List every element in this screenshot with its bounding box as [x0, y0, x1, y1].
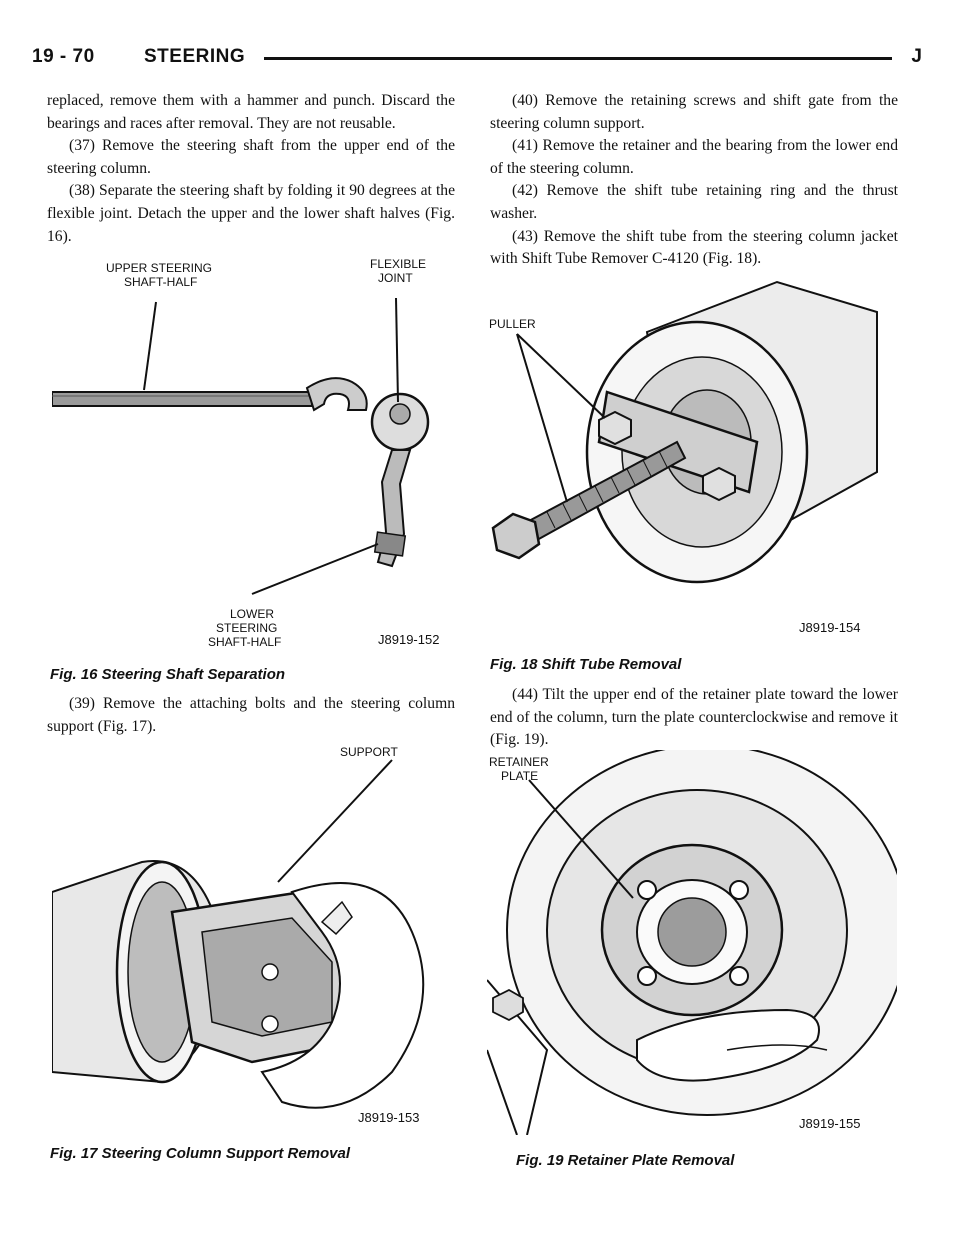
right-column-text-top: (40) Remove the retaining screws and shi…: [490, 90, 898, 271]
figure-16-illustration: UPPER STEERING SHAFT-HALF FLEXIBLE JOINT…: [52, 257, 439, 649]
label-upper-steering: UPPER STEERING: [106, 261, 212, 275]
figure-16-caption: Fig. 16 Steering Shaft Separation: [50, 666, 286, 683]
figure-17-caption: Fig. 17 Steering Column Support Removal: [50, 1145, 351, 1162]
figure-17-code: J8919-153: [358, 1110, 419, 1125]
step-37: (37) Remove the steering shaft from the …: [47, 137, 455, 177]
figure-19-caption: Fig. 19 Retainer Plate Removal: [516, 1152, 735, 1169]
label-plate: PLATE: [501, 769, 538, 783]
label-lower: LOWER: [230, 607, 274, 621]
step-43: (43) Remove the shift tube from the stee…: [490, 227, 898, 268]
label-shaft-half-lower: SHAFT-HALF: [208, 635, 281, 649]
step-39: (39) Remove the attaching bolts and the …: [47, 695, 455, 735]
figure-17-illustration: SUPPORT J8919-153: [52, 745, 425, 1125]
figure-18-illustration: PULLER J8919-154: [489, 280, 878, 635]
label-shaft-half-upper: SHAFT-HALF: [124, 275, 197, 289]
label-support: SUPPORT: [340, 745, 398, 759]
page-header: 19 - 70 STEERING J: [32, 46, 928, 76]
edition-letter: J: [911, 46, 922, 67]
step-42: (42) Remove the shift tube retaining rin…: [490, 182, 898, 222]
label-puller: PULLER: [489, 317, 536, 331]
step-44: (44) Tilt the upper end of the retainer …: [490, 686, 898, 749]
figure-16-code: J8919-152: [378, 632, 439, 647]
figure-18-code: J8919-154: [799, 620, 860, 635]
figure-19-illustration: RETAINER PLATE J8919-155: [487, 750, 897, 1135]
left-column-text-bottom: (39) Remove the attaching bolts and the …: [47, 693, 455, 738]
figure-16: UPPER STEERING SHAFT-HALF FLEXIBLE JOINT…: [52, 252, 462, 662]
step-38: (38) Separate the steering shaft by fold…: [47, 182, 455, 245]
page-number: 19 - 70: [32, 46, 95, 67]
label-steering-lower: STEERING: [216, 621, 277, 635]
label-joint: JOINT: [378, 271, 413, 285]
label-flexible: FLEXIBLE: [370, 257, 426, 271]
figure-19: RETAINER PLATE J8919-155: [487, 750, 897, 1135]
label-retainer: RETAINER: [489, 755, 549, 769]
right-column-text-bottom: (44) Tilt the upper end of the retainer …: [490, 684, 898, 752]
left-column-text-top: replaced, remove them with a hammer and …: [47, 90, 455, 248]
step-41: (41) Remove the retainer and the bearing…: [490, 137, 898, 177]
figure-18-caption: Fig. 18 Shift Tube Removal: [490, 656, 682, 673]
figure-17: SUPPORT J8919-153: [52, 742, 462, 1137]
figure-19-code: J8919-155: [799, 1116, 860, 1131]
figure-18: PULLER J8919-154: [487, 272, 897, 652]
step-40: (40) Remove the retaining screws and shi…: [490, 92, 898, 132]
header-rule: [264, 57, 892, 60]
section-title: STEERING: [144, 46, 246, 67]
paragraph-continuation: replaced, remove them with a hammer and …: [47, 92, 455, 132]
